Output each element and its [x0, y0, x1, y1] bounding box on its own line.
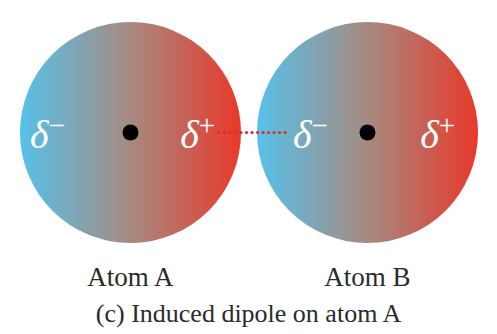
- electron-cloud: [20, 22, 241, 243]
- partial-positive: δ+: [420, 111, 455, 155]
- atom-label: Atom A: [87, 263, 173, 293]
- figure-caption: (c) Induced dipole on atom A: [0, 300, 497, 329]
- nucleus: [123, 125, 139, 141]
- atom: δ− δ+ Atom A: [20, 22, 241, 293]
- nucleus: [360, 125, 376, 141]
- atom: δ− δ+ Atom B: [257, 22, 478, 293]
- electron-cloud: [257, 22, 478, 243]
- partial-negative: δ−: [293, 111, 328, 155]
- partial-negative: δ−: [30, 111, 65, 155]
- atom-label: Atom B: [324, 263, 410, 293]
- partial-positive: δ+: [180, 111, 215, 155]
